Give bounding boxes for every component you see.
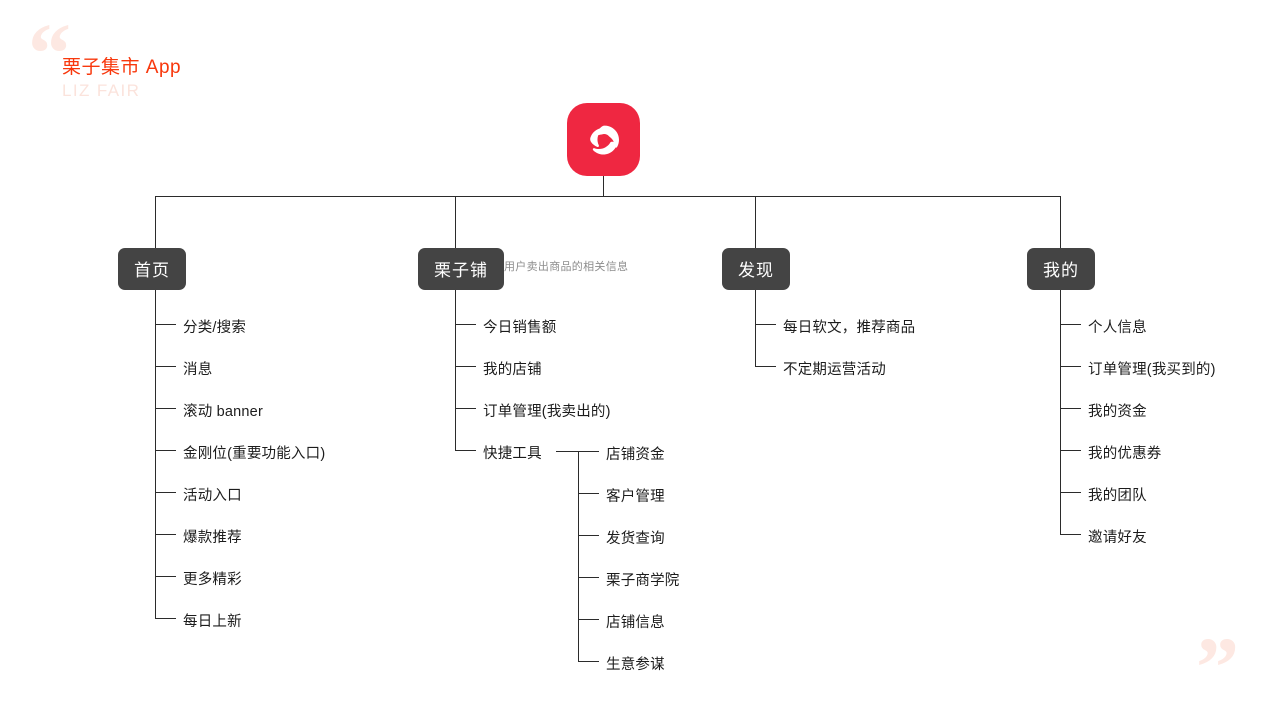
connector-stub-1-6 <box>155 534 176 535</box>
connector-drop-1 <box>155 196 156 248</box>
app-logo-icon <box>567 103 640 176</box>
connector-stub-1-2 <box>155 366 176 367</box>
connector-stub-1-3 <box>155 408 176 409</box>
list-item[interactable]: 我的资金 <box>1088 404 1147 420</box>
connector-stub-1-8 <box>155 618 176 619</box>
list-item[interactable]: 生意参谋 <box>606 657 665 673</box>
list-item[interactable]: 客户管理 <box>606 489 665 505</box>
list-item[interactable]: 我的店铺 <box>483 362 542 378</box>
branch-node-discover[interactable]: 发现 <box>722 248 790 290</box>
connector-stub-4-6 <box>1060 534 1081 535</box>
open-quote-icon: “ <box>28 5 71 101</box>
list-item[interactable]: 店铺信息 <box>606 615 665 631</box>
list-item[interactable]: 每日上新 <box>183 614 242 630</box>
connector-drop-2 <box>455 196 456 248</box>
connector-substub-3 <box>578 535 599 536</box>
connector-stub-4-1 <box>1060 324 1081 325</box>
connector-substub-2 <box>578 493 599 494</box>
connector-drop-3 <box>755 196 756 248</box>
list-item[interactable]: 今日销售额 <box>483 320 557 336</box>
list-item[interactable]: 更多精彩 <box>183 572 242 588</box>
connector-drop-4 <box>1060 196 1061 248</box>
page-subtitle: LIZ FAIR <box>62 81 141 100</box>
list-item[interactable]: 分类/搜索 <box>183 320 247 336</box>
list-item[interactable]: 活动入口 <box>183 488 242 504</box>
connector-stub-4-2 <box>1060 366 1081 367</box>
connector-stub-1-1 <box>155 324 176 325</box>
list-item[interactable]: 订单管理(我卖出的) <box>483 404 611 420</box>
list-item[interactable]: 我的团队 <box>1088 488 1147 504</box>
connector-substub-1 <box>578 451 599 452</box>
connector-substub-5 <box>578 619 599 620</box>
list-item[interactable]: 我的优惠券 <box>1088 446 1162 462</box>
close-quote-icon: ” <box>1196 619 1239 715</box>
list-item[interactable]: 个人信息 <box>1088 320 1147 336</box>
list-item[interactable]: 爆款推荐 <box>183 530 242 546</box>
list-item[interactable]: 滚动 banner <box>183 404 263 420</box>
connector-substub-6 <box>578 661 599 662</box>
branch-node-shop[interactable]: 栗子铺 <box>418 248 504 290</box>
branch-node-home[interactable]: 首页 <box>118 248 186 290</box>
list-item[interactable]: 快捷工具 <box>483 446 542 462</box>
connector-substub-4 <box>578 577 599 578</box>
page-title: 栗子集市 App <box>62 57 182 78</box>
list-item[interactable]: 不定期运营活动 <box>783 362 886 378</box>
connector-stub-4-5 <box>1060 492 1081 493</box>
list-item[interactable]: 栗子商学院 <box>606 573 680 589</box>
connector-subtrunk <box>578 451 579 661</box>
title-block: 栗子集市 App LIZ FAIR <box>62 52 181 101</box>
list-item[interactable]: 订单管理(我买到的) <box>1088 362 1216 378</box>
connector-stub-2-1 <box>455 324 476 325</box>
list-item[interactable]: 消息 <box>183 362 213 378</box>
connector-stub-2-2 <box>455 366 476 367</box>
connector-stub-2-4 <box>455 450 476 451</box>
connector-stub-4-3 <box>1060 408 1081 409</box>
connector-subbranch-link <box>556 451 578 452</box>
list-item[interactable]: 店铺资金 <box>606 447 665 463</box>
list-item[interactable]: 金刚位(重要功能入口) <box>183 446 326 462</box>
connector-stub-1-5 <box>155 492 176 493</box>
connector-stub-1-4 <box>155 450 176 451</box>
connector-stub-2-3 <box>455 408 476 409</box>
list-item[interactable]: 每日软文，推荐商品 <box>783 320 916 336</box>
branch-node-mine[interactable]: 我的 <box>1027 248 1095 290</box>
connector-root-stem <box>603 176 604 196</box>
list-item[interactable]: 邀请好友 <box>1088 530 1147 546</box>
connector-main-bus <box>155 196 1061 197</box>
connector-stub-3-2 <box>755 366 776 367</box>
list-item[interactable]: 发货查询 <box>606 531 665 547</box>
branch-note-shop: 用户卖出商品的相关信息 <box>504 261 629 273</box>
connector-stub-4-4 <box>1060 450 1081 451</box>
connector-stub-1-7 <box>155 576 176 577</box>
connector-stub-3-1 <box>755 324 776 325</box>
